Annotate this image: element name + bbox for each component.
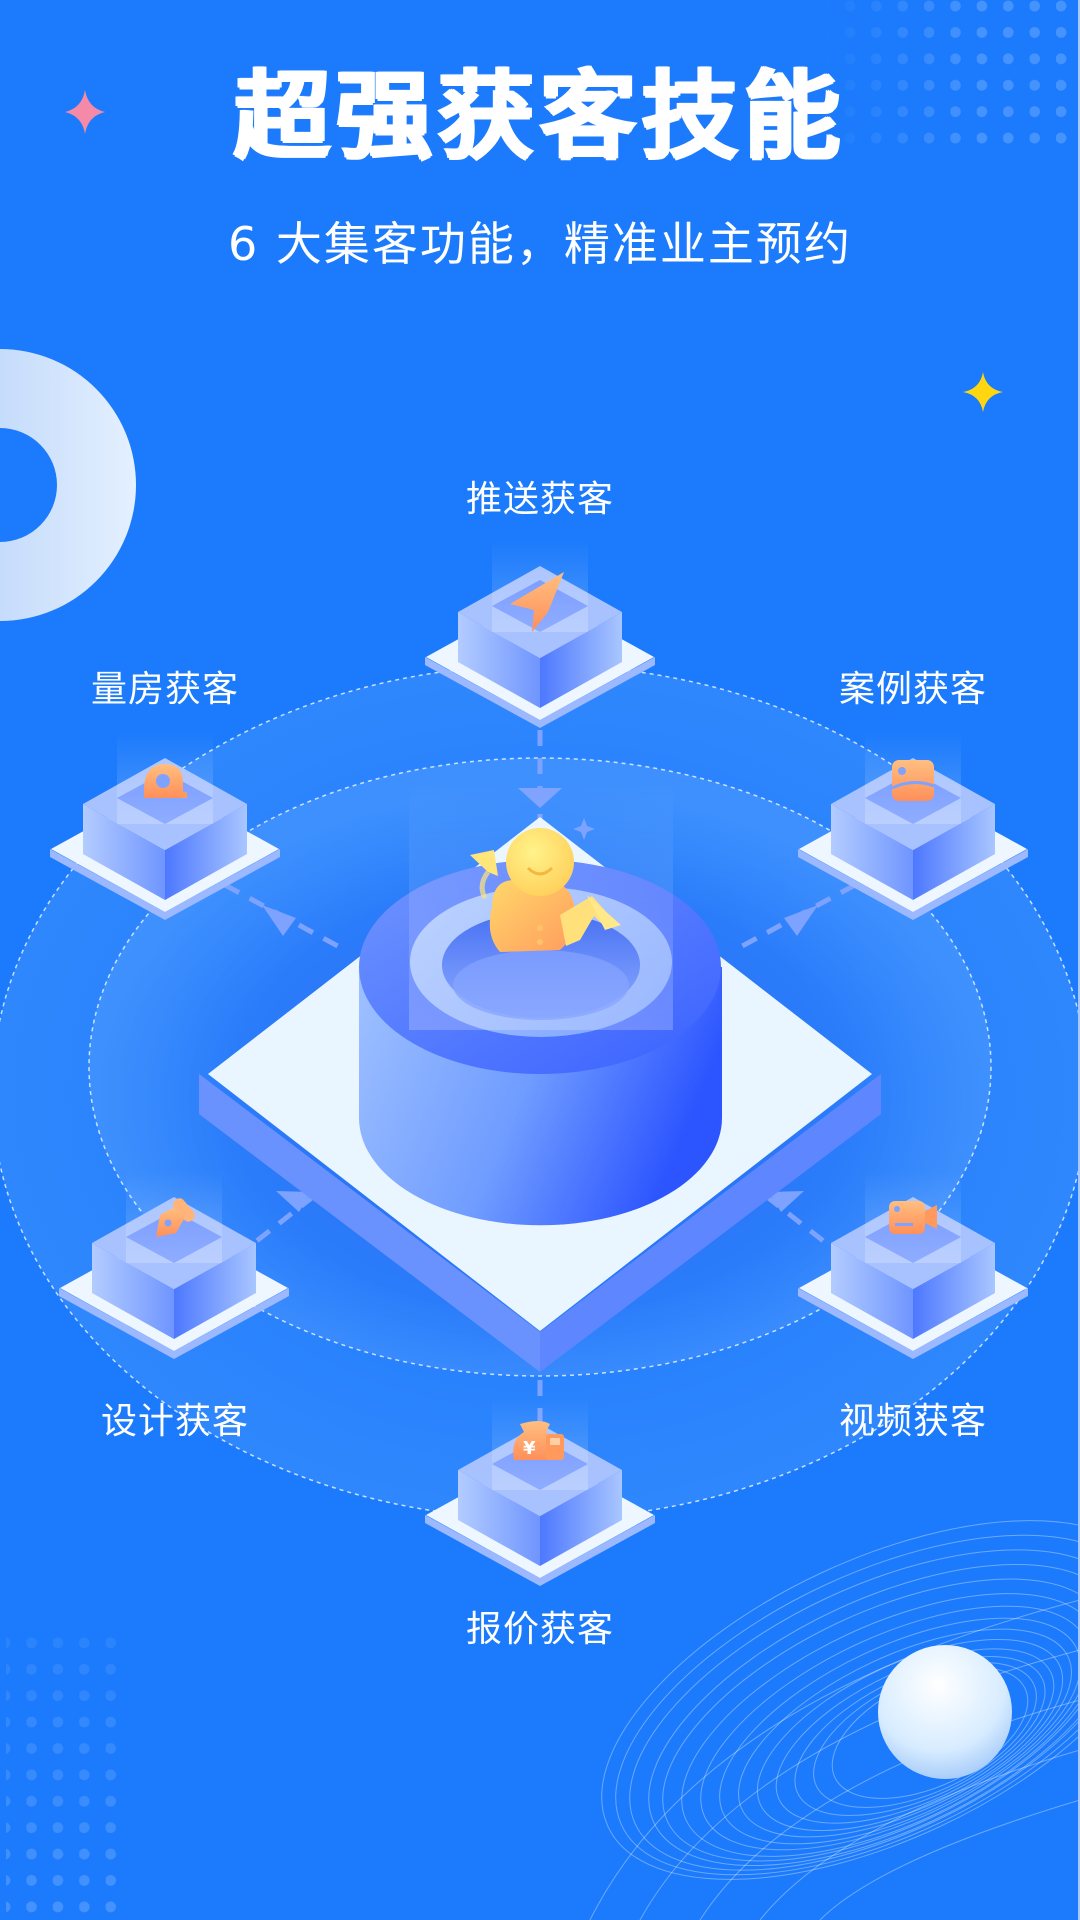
image-icon — [891, 760, 935, 801]
video-camera-icon — [889, 1201, 937, 1234]
node-lower-right — [798, 1171, 1028, 1359]
ring-shape — [0, 349, 136, 621]
node-upper-left — [50, 732, 280, 920]
tape-measure-icon — [144, 764, 187, 798]
node-lower-left — [59, 1171, 289, 1359]
node-label-video: 视频获客 — [838, 1401, 987, 1442]
node-label-case: 案例获客 — [838, 669, 987, 710]
pen-nib-icon — [156, 1198, 195, 1237]
arrow-left-icon — [784, 905, 818, 936]
yellow-star-icon — [963, 372, 1003, 412]
page-subtitle: 6 大集客功能，精准业主预约 — [228, 217, 852, 271]
node-bottom: ¥ — [425, 1398, 655, 1586]
pink-star-icon — [65, 90, 105, 134]
node-label-measure: 量房获客 — [90, 669, 239, 710]
user-growth-icon — [470, 818, 621, 952]
arrow-upleft-icon — [769, 1191, 804, 1212]
swirl-lines — [589, 1520, 1080, 1920]
money-bag-calculator-icon: ¥ — [513, 1421, 564, 1460]
right-edge-strip — [1078, 0, 1080, 1920]
dot-grid-bottom-left — [6, 1635, 138, 1920]
arrow-right-icon — [262, 905, 296, 936]
node-top — [425, 540, 655, 728]
node-label-design: 设计获客 — [100, 1401, 249, 1442]
dot-grid-top-right — [826, 0, 1080, 150]
node-label-push: 推送获客 — [465, 479, 614, 520]
node-label-quote: 报价获客 — [465, 1609, 614, 1650]
paper-plane-icon — [510, 572, 564, 632]
page-title: 超强获客技能 — [234, 60, 846, 172]
node-upper-right — [798, 732, 1028, 920]
svg-text:¥: ¥ — [523, 1438, 536, 1459]
orb-shape — [878, 1645, 1012, 1779]
arrow-upright-icon — [276, 1191, 311, 1212]
